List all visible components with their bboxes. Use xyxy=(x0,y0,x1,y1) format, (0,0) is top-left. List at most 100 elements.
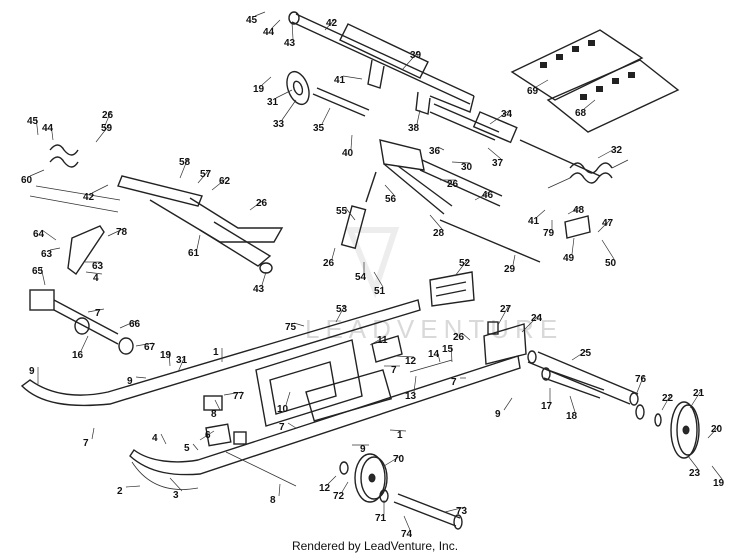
callout-22: 22 xyxy=(662,393,674,404)
leader-line-51 xyxy=(373,271,384,288)
leader-line-67 xyxy=(135,342,154,347)
callout-5: 5 xyxy=(184,443,190,454)
leader-line-6 xyxy=(199,430,215,441)
callout-12: 12 xyxy=(405,356,417,367)
leader-line-78 xyxy=(107,227,126,237)
leader-line-62 xyxy=(211,176,229,191)
leader-line-24 xyxy=(521,313,541,333)
leader-line-68 xyxy=(583,99,596,110)
callout-63: 63 xyxy=(92,261,104,272)
callout-44: 44 xyxy=(263,27,275,38)
callout-37: 37 xyxy=(492,158,504,169)
leader-line-75 xyxy=(293,322,305,327)
leader-line-10 xyxy=(285,391,291,406)
callout-39: 39 xyxy=(410,50,422,61)
leader-line-1 xyxy=(389,429,407,432)
callout-58: 58 xyxy=(179,157,191,168)
callout-8: 8 xyxy=(270,495,276,506)
rear-axle-25 xyxy=(527,350,639,406)
leader-line-52 xyxy=(454,258,469,277)
leader-line-70 xyxy=(383,454,403,467)
leader-line-46 xyxy=(474,190,492,201)
callout-17: 17 xyxy=(541,401,553,412)
callout-69: 69 xyxy=(527,86,539,97)
leader-line-32 xyxy=(597,145,621,159)
callout-60: 60 xyxy=(21,175,33,186)
callout-14: 14 xyxy=(428,349,440,360)
leader-line-3 xyxy=(169,477,183,492)
callout-70: 70 xyxy=(393,454,405,465)
callout-33: 33 xyxy=(273,119,285,130)
callout-21: 21 xyxy=(693,388,705,399)
rear-shaft-42 xyxy=(288,11,475,115)
callout-26: 26 xyxy=(323,258,335,269)
leader-line-43 xyxy=(291,21,294,40)
leader-line-27 xyxy=(497,304,510,326)
leader-line-61 xyxy=(196,234,201,250)
callout-19: 19 xyxy=(160,350,172,361)
leader-line-26 xyxy=(331,247,336,260)
callout-56: 56 xyxy=(385,194,397,205)
leader-line-33 xyxy=(281,99,297,121)
leader-line-9 xyxy=(503,397,513,411)
leader-line-50 xyxy=(601,239,615,260)
leader-line-23 xyxy=(687,455,699,470)
leader-line-31 xyxy=(177,355,186,373)
callout-34: 34 xyxy=(501,109,513,120)
leader-line-38 xyxy=(416,109,421,125)
leader-line-15 xyxy=(450,344,453,363)
slide-rail-lower-1 xyxy=(129,355,521,490)
leader-line-49 xyxy=(571,237,575,255)
spring-arm-78 xyxy=(67,225,105,276)
callout-11: 11 xyxy=(377,335,388,346)
callout-31: 31 xyxy=(176,355,188,366)
callout-64: 64 xyxy=(33,229,45,240)
callout-9: 9 xyxy=(29,366,35,377)
leader-line-14 xyxy=(436,349,441,363)
leader-line-42 xyxy=(91,184,109,194)
callout-75: 75 xyxy=(285,322,297,333)
leader-line-48 xyxy=(567,205,583,215)
bracket-24 xyxy=(483,321,527,365)
leader-line-31 xyxy=(275,89,293,99)
callout-7: 7 xyxy=(83,438,89,449)
callout-38: 38 xyxy=(408,123,420,134)
cross-member-10 xyxy=(255,339,393,427)
leader-line-12 xyxy=(395,355,415,358)
block-5-6 xyxy=(203,395,247,447)
callout-78: 78 xyxy=(116,227,128,238)
callout-65: 65 xyxy=(32,266,44,277)
shock-cylinder-55 xyxy=(340,171,377,250)
callout-9: 9 xyxy=(360,444,366,455)
callout-43: 43 xyxy=(253,284,265,295)
bracket-52 xyxy=(429,271,475,307)
callout-32: 32 xyxy=(611,145,623,156)
callout-40: 40 xyxy=(342,148,354,159)
front-bracket-16 xyxy=(29,289,134,355)
callout-68: 68 xyxy=(575,108,587,119)
leader-line-26 xyxy=(249,198,266,211)
leader-line-12 xyxy=(327,475,337,485)
callout-35: 35 xyxy=(313,123,325,134)
callout-45: 45 xyxy=(246,15,258,26)
callout-26: 26 xyxy=(447,179,459,190)
callout-77: 77 xyxy=(233,391,245,402)
front-arm-61 xyxy=(117,175,284,274)
leader-line-26 xyxy=(103,110,112,129)
leader-line-7 xyxy=(91,427,95,440)
callout-43: 43 xyxy=(284,38,296,49)
callout-7: 7 xyxy=(95,308,101,319)
leader-line-11 xyxy=(369,335,387,346)
leader-line-76 xyxy=(635,374,645,396)
callout-42: 42 xyxy=(83,192,95,203)
callout-53: 53 xyxy=(336,304,348,315)
leader-line-57 xyxy=(197,169,210,184)
bracket-49 xyxy=(564,215,591,239)
leader-line-69 xyxy=(535,79,549,88)
callout-44: 44 xyxy=(42,123,54,134)
callout-71: 71 xyxy=(375,513,387,524)
leader-line-34 xyxy=(489,109,511,125)
callout-10: 10 xyxy=(277,404,289,415)
